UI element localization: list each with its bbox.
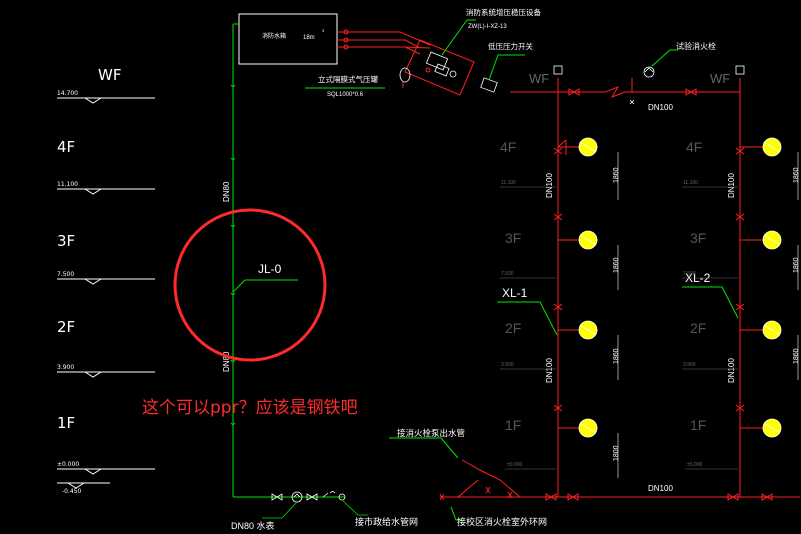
air-pressure-tank: 立式隔膜式气压罐 SQL1000*0.6 — [305, 67, 411, 98]
inlet-assembly — [262, 491, 368, 519]
booster-model: ZW(L)-I-XZ-13 — [468, 24, 507, 30]
level-marker-3f — [84, 278, 102, 285]
outdoor-loop-leader — [450, 506, 462, 521]
top-header — [510, 78, 741, 98]
hydrants-xl1 — [578, 137, 598, 438]
mid-elevations: 11.100 7.500 3.900 ±0.000 — [500, 180, 556, 470]
riser-label-jl0: JL-0 — [258, 262, 282, 276]
pressure-switch-label: 低压压力开关 — [488, 41, 533, 51]
mid-floor-2f: 2F — [505, 320, 521, 336]
riser-label-xl1: XL-1 — [502, 286, 528, 300]
right-floor-3f: 3F — [690, 230, 706, 246]
tank-volume: 18m — [303, 35, 315, 41]
floor-label-3f: 3F — [57, 232, 75, 250]
xl2-leader — [682, 286, 739, 319]
elevation-3f: 7.500 — [57, 271, 74, 278]
elevation-wf: 14.700 — [57, 90, 78, 97]
annotation-comment: 这个可以ppr？应该是钢铁吧 — [142, 398, 358, 418]
level-marker-wf — [84, 97, 102, 104]
floor-label-wf: WF — [98, 66, 121, 84]
inlet-label: DN80 水表 — [231, 520, 275, 531]
floor-label-wf-mid: WF — [529, 71, 549, 86]
dim-xl1-4f: 1860 — [613, 167, 620, 183]
main-pipe-upper-label: DN80 — [222, 181, 231, 202]
water-tank: 消防水箱 18m 3 — [238, 13, 338, 65]
booster-label: 消防系统增压稳压设备 — [466, 7, 541, 17]
mid-elev-3f: 7.500 — [501, 271, 514, 277]
right-floor-1f: 1F — [690, 417, 706, 433]
outdoor-loop-label: 接校区消火栓室外环网 — [457, 516, 547, 527]
mid-floor-4f: 4F — [500, 139, 516, 155]
right-elev-2f: 3.900 — [683, 362, 696, 368]
air-tank-model: SQL1000*0.6 — [327, 92, 364, 98]
bottom-header — [439, 459, 800, 501]
bottom-pipe-label: DN100 — [648, 484, 673, 493]
level-marker-1f — [84, 468, 102, 475]
left-level-markers: WF 14.700 4F 11.100 3F 7.500 2F 3.900 1F… — [57, 66, 155, 495]
level-marker-4f — [84, 188, 102, 195]
test-hydrant-label: 试验消火栓 — [676, 41, 716, 51]
municipal-label: 接市政给水管网 — [355, 516, 418, 527]
pump-adapter-label: 接消火栓泵出水管 — [397, 428, 465, 438]
dim-xl1-1f: 1800 — [613, 445, 620, 461]
elevation-below: -0.450 — [62, 488, 82, 495]
riser-jl0 — [230, 23, 345, 498]
floor-label-wf-right: WF — [710, 71, 730, 86]
test-hydrant: 试验消火栓 — [553, 41, 745, 78]
level-marker-below — [67, 482, 85, 489]
hydrants-xl2 — [762, 137, 782, 438]
dim-xl2-3f: 1860 — [793, 257, 800, 273]
mid-floor-3f: 3F — [505, 230, 521, 246]
right-elev-4f: 11.100 — [683, 180, 698, 186]
tank-volume-unit: 3 — [322, 28, 325, 33]
main-pipe-lower-label: DN80 — [222, 351, 231, 372]
tank-box — [238, 13, 338, 65]
xl1-pipe-upper: DN100 — [545, 173, 554, 198]
dim-xl2-4f: 1860 — [793, 167, 800, 183]
floor-label-4f: 4F — [57, 138, 75, 156]
mid-floor-1f: 1F — [505, 417, 521, 433]
xl2-pipe-upper: DN100 — [727, 173, 736, 198]
xl1-pipe-lower: DN100 — [545, 358, 554, 383]
right-elev-3f: 7.500 — [683, 271, 696, 277]
top-pipe-label: DN100 — [648, 103, 673, 112]
air-tank-label: 立式隔膜式气压罐 — [318, 74, 378, 84]
elevation-1f: ±0.000 — [57, 461, 79, 468]
right-elev-1f: ±0.000 — [687, 462, 702, 468]
dim-xl1-3f: 1860 — [613, 257, 620, 273]
tank-outlets — [337, 29, 431, 55]
dim-xl2-2f: 1860 — [793, 348, 800, 364]
mid-elev-4f: 11.100 — [501, 180, 516, 186]
right-elevations: 11.100 7.500 3.900 ±0.000 — [682, 180, 738, 470]
right-floor-2f: 2F — [690, 320, 706, 336]
dim-xl1-2f: 1860 — [613, 348, 620, 364]
tank-label: 消防水箱 — [262, 32, 286, 40]
mid-elev-1f: ±0.000 — [507, 462, 522, 468]
level-marker-2f — [84, 371, 102, 378]
elevation-4f: 11.100 — [57, 181, 78, 188]
right-floor-4f: 4F — [686, 139, 702, 155]
mid-elev-2f: 3.900 — [501, 362, 514, 368]
floor-label-2f: 2F — [57, 318, 75, 336]
xl1-leader — [497, 301, 558, 336]
floor-label-1f: 1F — [57, 414, 75, 432]
pump-adapter-leader — [389, 437, 459, 459]
elevation-2f: 3.900 — [57, 364, 74, 371]
pressure-switch: 低压压力开关 — [480, 41, 533, 93]
mid-floor-labels: 4F 3F 2F 1F — [500, 139, 521, 433]
xl2-pipe-lower: DN100 — [727, 358, 736, 383]
right-floor-labels: 4F 3F 2F 1F — [686, 139, 706, 433]
annotation-circle — [173, 208, 327, 362]
booster-equipment: 消防系统增压稳压设备 ZW(L)-I-XZ-13 — [404, 7, 541, 96]
